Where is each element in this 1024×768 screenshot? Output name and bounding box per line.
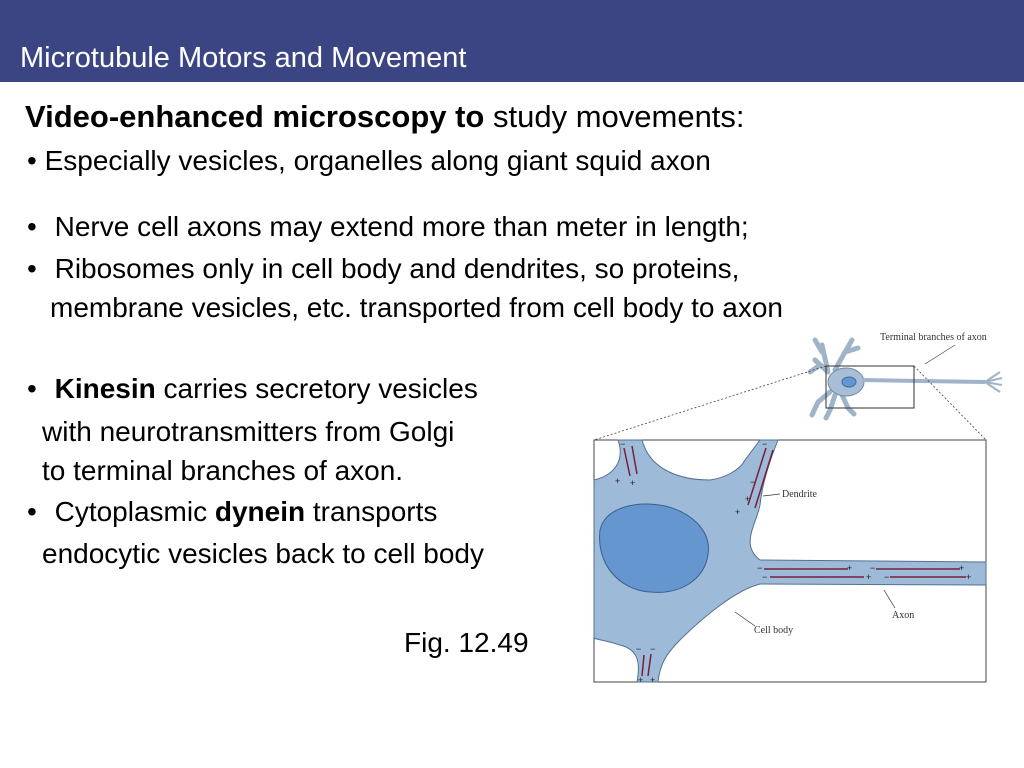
- svg-text:−: −: [757, 563, 762, 573]
- kinesin-term: Kinesin: [54, 373, 156, 404]
- intro-heading-rest: study movements:: [484, 99, 745, 134]
- svg-text:−: −: [750, 477, 755, 487]
- bullet-axon-length: • Nerve cell axons may extend more than …: [27, 213, 749, 241]
- svg-text:−: −: [650, 644, 655, 654]
- bullet-marker: •: [27, 496, 37, 527]
- svg-text:+: +: [959, 563, 964, 573]
- bullet-ribosomes-cont: membrane vesicles, etc. transported from…: [50, 292, 784, 323]
- neuron-overview: Terminal branches of axon: [593, 332, 1003, 441]
- svg-text:+: +: [638, 675, 643, 685]
- svg-text:+: +: [847, 563, 852, 573]
- dendrite-label: Dendrite: [782, 489, 818, 500]
- bullet-marker: •: [27, 373, 37, 404]
- dynein-term: dynein: [214, 496, 306, 527]
- svg-text:+: +: [630, 478, 635, 488]
- svg-text:+: +: [615, 476, 620, 486]
- dynein-text: transports: [305, 496, 438, 527]
- dynein-pre: Cytoplasmic: [54, 496, 215, 527]
- svg-text:−: −: [870, 563, 875, 573]
- kinesin-line3: to terminal branches of axon.: [42, 455, 404, 486]
- neuron-figure: Terminal branches of axon − + + − − + + …: [593, 332, 1003, 685]
- svg-text:−: −: [884, 572, 889, 582]
- svg-text:+: +: [650, 675, 655, 685]
- svg-text:−: −: [762, 439, 767, 449]
- bullet-marker: •: [27, 253, 37, 284]
- bullet-marker: •: [27, 211, 37, 242]
- svg-text:−: −: [636, 644, 641, 654]
- cell-body-label: Cell body: [754, 625, 793, 636]
- svg-text:+: +: [866, 572, 871, 582]
- figure-caption: Fig. 12.49: [404, 627, 529, 658]
- slide-title: Microtubule Motors and Movement: [20, 42, 467, 74]
- bullet-dynein: • Cytoplasmic dynein transports: [27, 498, 437, 526]
- svg-text:+: +: [745, 494, 750, 504]
- bullet-ribosomes-text: Ribosomes only in cell body and dendrite…: [54, 253, 740, 284]
- axon-label: Axon: [892, 610, 914, 621]
- terminal-branches-label: Terminal branches of axon: [880, 332, 987, 343]
- svg-text:+: +: [735, 507, 740, 517]
- intro-heading-bold: Video-enhanced microscopy to: [25, 99, 485, 134]
- cell-body-shape: [593, 439, 987, 683]
- bullet-marker: •: [27, 145, 37, 176]
- svg-text:+: +: [966, 572, 971, 582]
- bullet-ribosomes: • Ribosomes only in cell body and dendri…: [27, 255, 739, 283]
- kinesin-line2: with neurotransmitters from Golgi: [42, 416, 455, 447]
- polarity-signs: − + + − − + + − + − + − + − + − − + +: [615, 439, 971, 685]
- bullet-kinesin: • Kinesin carries secretory vesicles: [27, 375, 478, 403]
- intro-heading: Video-enhanced microscopy to study movem…: [25, 101, 745, 132]
- intro-bullet: • Especially vesicles, organelles along …: [27, 147, 711, 175]
- svg-text:−: −: [620, 439, 625, 449]
- svg-text:−: −: [762, 572, 767, 582]
- intro-bullet-text: Especially vesicles, organelles along gi…: [44, 145, 711, 176]
- kinesin-text: carries secretory vesicles: [155, 373, 478, 404]
- microtubules: [623, 445, 966, 677]
- dynein-line2: endocytic vesicles back to cell body: [42, 538, 484, 569]
- title-bar: [0, 0, 1024, 82]
- bullet-axon-length-text: Nerve cell axons may extend more than me…: [54, 211, 749, 242]
- nucleus: [599, 503, 709, 593]
